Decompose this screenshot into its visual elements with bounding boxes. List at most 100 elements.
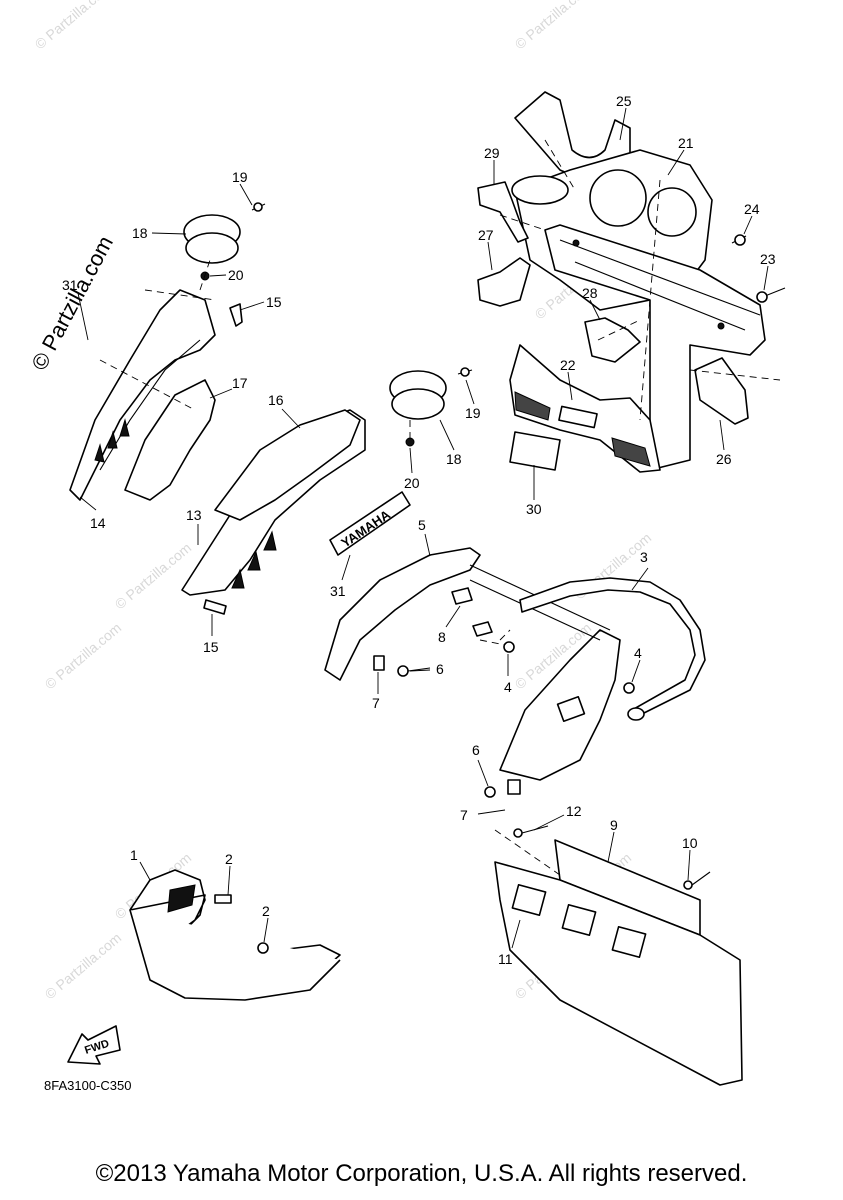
callout-14: 14: [90, 515, 106, 531]
callout-31: 31: [330, 583, 346, 599]
part-4-bolt-center: [503, 641, 515, 653]
part-18-ring-lower-base: [391, 388, 445, 420]
callout-27: 27: [478, 227, 494, 243]
callout-15: 15: [266, 294, 282, 310]
bezel-mesh-left: [514, 391, 551, 421]
callout-18: 18: [446, 451, 462, 467]
part-18-ring-top-base: [185, 232, 239, 264]
callout-13: 13: [186, 507, 202, 523]
front-bumper-assembly: [324, 547, 706, 798]
bezel-window: [558, 405, 598, 429]
callout-20: 20: [404, 475, 420, 491]
part-19-bolt-lower: [460, 367, 470, 377]
callout-23: 23: [760, 251, 776, 267]
callout-20: 20: [228, 267, 244, 283]
callout-24: 24: [744, 201, 760, 217]
part-5-nose: [324, 547, 481, 681]
callout-10: 10: [682, 835, 698, 851]
callout-26: 26: [716, 451, 732, 467]
intake-right: [611, 925, 647, 959]
watermark-text: © Partzilla.com: [32, 0, 115, 52]
part-19-bolt-top: [253, 202, 263, 212]
watermark-text: © Partzilla.com: [42, 619, 125, 692]
callout-8: 8: [438, 629, 446, 645]
callout-4: 4: [634, 645, 642, 661]
part-8-collar: [472, 621, 493, 637]
callout-16: 16: [268, 392, 284, 408]
callout-4: 4: [504, 679, 512, 695]
part-6-bolt-upper: [397, 665, 409, 677]
watermark-text: © Partzilla.com: [512, 0, 595, 52]
part-17-liner: [124, 379, 216, 501]
callout-6: 6: [472, 742, 480, 758]
part-14-panel: [69, 289, 216, 501]
part-11-panel: [494, 861, 743, 1086]
part-7-clip-upper: [373, 655, 385, 671]
callout-9: 9: [610, 817, 618, 833]
part-2-bolt-upper: [214, 894, 232, 904]
callout-7: 7: [372, 695, 380, 711]
callout-12: 12: [566, 803, 582, 819]
intake-center: [561, 903, 597, 937]
dash-panel-assembly: [477, 91, 786, 473]
callout-11: 11: [498, 951, 513, 967]
part-27: [477, 257, 531, 307]
part-22-bezel: [509, 344, 661, 473]
callout-21: 21: [678, 135, 694, 151]
part-7-clip-lower: [507, 779, 521, 795]
callout-18: 18: [132, 225, 148, 241]
part-2-bolt-lower: [257, 942, 269, 954]
callout-17: 17: [232, 375, 248, 391]
callout-2: 2: [262, 903, 270, 919]
skid-plate-assembly: [494, 825, 743, 1086]
part-24-bolt: [734, 234, 746, 246]
callout-19: 19: [232, 169, 248, 185]
console-body: [544, 224, 766, 471]
callout-7: 7: [460, 807, 468, 823]
side-panel-left-assembly: YAMAHA: [69, 202, 473, 615]
part-6-bolt-lower: [484, 786, 496, 798]
part-8-spacer: [451, 587, 473, 605]
grab-bar-end: [627, 707, 645, 721]
callout-22: 22: [560, 357, 576, 373]
wing-label-plate: [556, 695, 586, 723]
callout-1: 1: [130, 847, 138, 863]
part-20-nut-lower: [405, 437, 415, 447]
watermark-text: © Partzilla.com: [42, 929, 125, 1002]
part-15-bolt-lower: [203, 599, 227, 615]
copyright-notice: ©2013 Yamaha Motor Corporation, U.S.A. A…: [95, 1160, 748, 1187]
callout-31: 31: [62, 277, 78, 293]
diagram-code: 8FA3100-C350: [44, 1078, 131, 1093]
part-26: [694, 357, 749, 425]
callout-15: 15: [203, 639, 219, 655]
callout-6: 6: [436, 661, 444, 677]
gauge-cup: [511, 175, 569, 205]
part-23-bolt: [756, 291, 768, 303]
callout-5: 5: [418, 517, 426, 533]
callout-2: 2: [225, 851, 233, 867]
part-28: [584, 317, 641, 363]
callout-3: 3: [640, 549, 648, 565]
gauge-opening-left: [589, 169, 647, 227]
callout-30: 30: [526, 501, 542, 517]
callout-29: 29: [484, 145, 500, 161]
bezel-mesh-right: [611, 437, 651, 467]
part-16-cover: [214, 409, 361, 521]
part-15-bolt-top: [229, 303, 243, 327]
part-12-rivet: [513, 828, 523, 838]
fwd-arrow-icon: FWD: [67, 1025, 121, 1065]
part-29: [477, 181, 529, 243]
intake-left: [511, 883, 547, 917]
part-4-bolt-right: [623, 682, 635, 694]
callout-19: 19: [465, 405, 481, 421]
callout-28: 28: [582, 285, 598, 301]
callout-labels: 19 18 20 15 17 31 14 16 13 15 31 19 18 2…: [62, 93, 776, 967]
watermark-text: © Partzilla.com: [112, 539, 195, 612]
part-31-decal: [329, 491, 411, 556]
part-30-plate: [509, 431, 561, 471]
leader-lines: [77, 107, 769, 949]
gauge-opening-right: [647, 187, 697, 237]
callout-25: 25: [616, 93, 632, 109]
front-bumper-part-1: [129, 869, 341, 1001]
